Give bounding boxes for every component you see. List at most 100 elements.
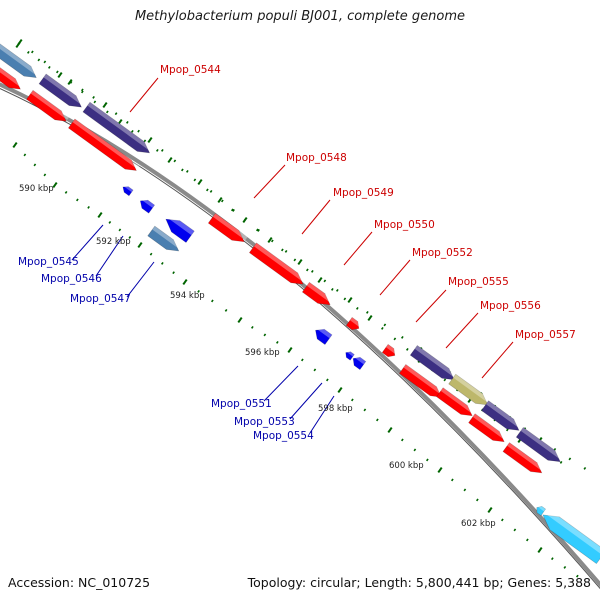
scale-dot	[293, 258, 297, 262]
scale-dot	[185, 169, 189, 173]
gene-indigo-5	[515, 427, 564, 463]
scale-dot	[335, 288, 339, 292]
scale-dot	[197, 178, 203, 186]
scale-dot	[23, 153, 27, 157]
gene-mpop-0554	[352, 354, 367, 370]
gene-red-4-body	[398, 364, 442, 398]
scale-dot	[267, 236, 273, 244]
gene-label-mpop-0550[interactable]: Mpop_0550	[374, 219, 435, 231]
scale-dot	[475, 498, 479, 502]
gene-mpop-0550-shine	[306, 282, 334, 304]
gene-features	[0, 37, 600, 565]
gene-label-mpop-0549[interactable]: Mpop_0549	[333, 187, 394, 199]
scale-dot	[160, 261, 164, 265]
scale-dot	[257, 228, 260, 232]
scale-dot	[280, 248, 284, 252]
scale-dot	[237, 316, 243, 324]
gene-mpop-0548-body	[207, 212, 245, 243]
gene-mpop-0551-shine	[316, 325, 332, 339]
label-leader-line	[126, 261, 155, 298]
gene-label-mpop-0552[interactable]: Mpop_0552	[412, 247, 473, 259]
gene-rev-big-shine	[167, 213, 195, 236]
gene-red-5	[436, 387, 476, 417]
gene-mpop-0552	[345, 317, 362, 331]
scale-dot	[26, 50, 30, 54]
gene-slate-1	[0, 37, 40, 78]
scale-dot	[193, 178, 197, 182]
gene-mpop-0549	[248, 242, 307, 285]
gene-red-6-body	[468, 413, 505, 443]
scale-dot	[367, 314, 373, 322]
scale-dot	[97, 211, 103, 219]
gene-label-mpop-0556[interactable]: Mpop_0556	[480, 300, 541, 312]
scale-dot	[330, 287, 334, 291]
scale-dot	[583, 466, 587, 470]
gene-mpop-0552-body	[345, 317, 360, 331]
gene-label-mpop-0546[interactable]: Mpop_0546	[41, 273, 102, 285]
gene-mpop-0547	[147, 225, 183, 252]
gene-indigo-4-shine	[486, 400, 523, 429]
gene-mpop-0556-body	[448, 373, 489, 406]
gene-red-2-shine	[30, 90, 70, 120]
scale-dot	[347, 296, 353, 304]
scale-dot	[64, 190, 68, 194]
scale-dot	[393, 337, 397, 341]
scale-dot	[383, 323, 387, 327]
scale-dot	[130, 129, 134, 133]
scale-dot	[125, 120, 129, 124]
scale-dot	[37, 58, 41, 62]
gene-label-mpop-0555[interactable]: Mpop_0555	[448, 276, 509, 288]
gene-label-mpop-0544[interactable]: Mpop_0544	[160, 64, 221, 76]
scale-dot	[205, 188, 209, 192]
scale-dot	[180, 168, 184, 172]
label-leader-line	[263, 365, 299, 402]
scale-dot	[80, 88, 84, 92]
gene-label-mpop-0553[interactable]: Mpop_0553	[234, 416, 295, 428]
gene-label-mpop-0547[interactable]: Mpop_0547	[70, 293, 131, 305]
gene-indigo-1-shine	[43, 74, 85, 106]
scale-dot	[405, 347, 409, 351]
gene-mpop-0554-shine	[354, 354, 366, 365]
gene-mpop-0545-shine	[123, 184, 134, 193]
scale-label-596: 596 kbp	[245, 348, 280, 358]
scale-dot	[297, 258, 303, 266]
gene-label-mpop-0545[interactable]: Mpop_0545	[18, 256, 79, 268]
scale-dot	[255, 228, 259, 232]
map-title: Methylobacterium populi BJ001, complete …	[134, 9, 466, 24]
scale-dot	[505, 428, 509, 432]
gene-label-mpop-0551[interactable]: Mpop_0551	[211, 398, 272, 410]
gene-cyan-1	[542, 508, 600, 565]
scale-dot	[450, 478, 454, 482]
label-leader-line	[301, 199, 331, 235]
label-leader-line	[253, 164, 286, 199]
gene-label-mpop-0548[interactable]: Mpop_0548	[286, 152, 347, 164]
gene-mpop-0546	[139, 196, 156, 214]
gene-indigo-5-shine	[520, 427, 564, 461]
scale-dot	[287, 346, 293, 354]
scale-dot	[210, 299, 214, 303]
scale-dot	[563, 565, 567, 569]
label-leader-line	[445, 312, 479, 349]
scale-dot	[43, 173, 47, 177]
scale-dot	[147, 136, 153, 144]
scale-dot	[17, 38, 23, 46]
scale-dot	[149, 252, 153, 256]
scale-dot	[80, 90, 84, 94]
scale-dot	[275, 340, 279, 344]
scale-dot	[317, 276, 323, 284]
gene-red-4	[398, 364, 445, 398]
gene-cyan-2-shine	[537, 504, 546, 512]
gene-mpop-0557	[502, 442, 546, 474]
gene-indigo-3-body	[409, 345, 455, 381]
gene-mpop-0555-shine	[386, 344, 398, 355]
gene-label-mpop-0554[interactable]: Mpop_0554	[253, 430, 314, 442]
scale-dot	[300, 358, 304, 362]
scale-dot	[67, 78, 73, 86]
gene-label-mpop-0557[interactable]: Mpop_0557	[515, 329, 576, 341]
scale-dot	[263, 333, 267, 337]
gene-mpop-0550-body	[301, 281, 331, 306]
scale-dot	[375, 418, 379, 422]
scale-dot	[57, 71, 63, 79]
gene-mpop-0546-body	[139, 199, 156, 214]
gene-mpop-0546-shine	[141, 196, 155, 208]
